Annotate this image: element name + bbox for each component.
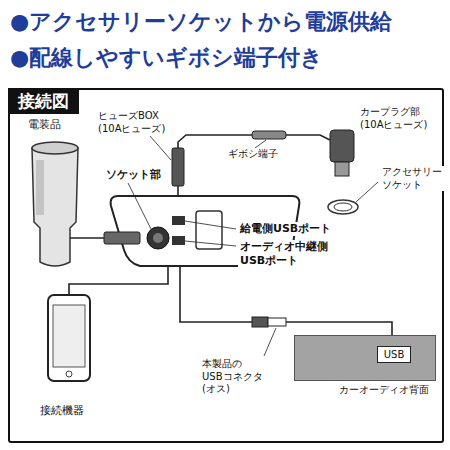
phone-body [48, 295, 90, 381]
usb-port-label: USB [378, 347, 410, 362]
cup-device [32, 142, 78, 266]
gibosi-label: ギボシ端子 [226, 148, 280, 161]
audio-cable [180, 266, 252, 322]
leader-line [264, 328, 276, 356]
leader-line [150, 136, 171, 160]
usb-connector-male [268, 318, 286, 326]
usb-port-box: USB [377, 346, 411, 363]
car-plug-tip [335, 162, 349, 176]
cup-lid [32, 142, 78, 154]
phone-cable [69, 266, 168, 295]
leader-line [128, 183, 151, 229]
leader-line [255, 140, 266, 148]
phone [48, 295, 90, 381]
diagram-heading-tab: 接続図 [8, 88, 79, 114]
device-label: 電装品 [26, 118, 63, 132]
power-cable [286, 135, 330, 140]
feature-heading: ●配線しやすいギボシ端子付き [8, 44, 325, 72]
device-cable [70, 237, 104, 239]
phone-button [66, 371, 72, 377]
car-plug [330, 130, 354, 176]
leader-line [356, 182, 378, 202]
accessory-socket-inner [334, 203, 352, 211]
fuse-box-label: ヒューズBOX (10Aヒューズ) [96, 110, 167, 135]
power-cable [177, 186, 179, 196]
device-label: 接続機器 [38, 404, 86, 418]
connector-label: 本製品の USBコネクタ(オス) [200, 358, 265, 396]
leader-line [185, 221, 236, 229]
gibosi-terminal [252, 131, 286, 139]
accessory-socket [328, 200, 358, 214]
leader-line [185, 241, 236, 246]
usb-port-audio [172, 236, 185, 245]
power-cable [178, 135, 252, 148]
usb-connector-female [252, 317, 268, 327]
feature-heading: ●アクセサリーソケットから電源供給 [8, 8, 394, 36]
usb-port-label: オーディオ中継側 USBポート [238, 240, 330, 268]
car-plug-body [330, 130, 354, 162]
car-audio-label: カーオーディオ背面 [337, 383, 431, 397]
phone-screen [53, 305, 85, 367]
usb-port-label: 給電側USBポート [238, 222, 333, 236]
car-audio-box: カーオーディオ背面USB [294, 335, 436, 381]
socket-hole [153, 233, 163, 243]
usb-port-power [172, 216, 185, 225]
fuse-box [172, 148, 184, 186]
cup-shade [36, 160, 44, 215]
socket-label: ソケット部 [104, 168, 163, 182]
accessory-socket-label: アクセサリー ソケット [380, 166, 444, 191]
device-plug [104, 232, 140, 244]
car-plug-label: カープラグ部 (10Aヒューズ) [358, 106, 429, 131]
cup-body [32, 148, 78, 266]
socket-part [147, 227, 169, 249]
